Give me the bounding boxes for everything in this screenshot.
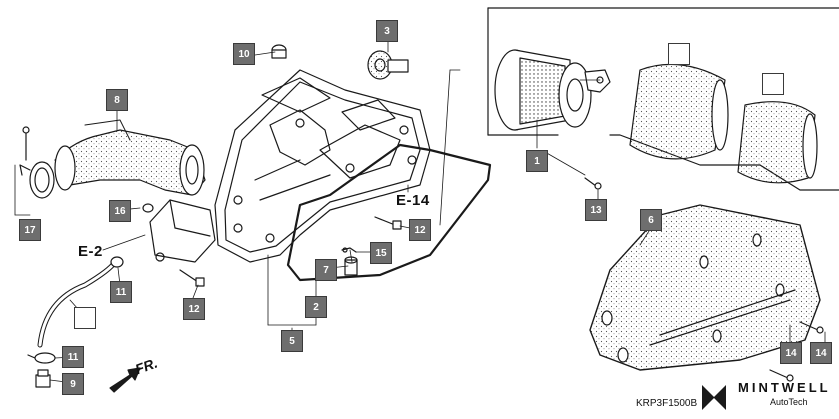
callout-part-11-lower: 11 — [62, 346, 84, 368]
air-cleaner-case — [214, 69, 431, 263]
hose-clip-small — [142, 203, 154, 213]
brand-name: MINTWELL — [738, 380, 831, 395]
hose-clamp-lower — [27, 352, 56, 364]
reference-e2: E-2 — [78, 243, 103, 260]
callout-part-7: 7 — [315, 259, 337, 281]
brand-mark-icon — [702, 385, 726, 410]
hose-clamp-upper — [110, 256, 124, 268]
front-direction-arrow — [109, 367, 141, 393]
mounting-bolt-right — [374, 216, 402, 230]
foam-filter-inner — [737, 101, 818, 184]
retaining-clip — [341, 247, 357, 253]
callout-blank-foam-outer — [668, 43, 690, 65]
tube-clamp — [19, 161, 55, 199]
brand-tagline: AutoTech — [770, 397, 808, 407]
breather-separator — [149, 199, 216, 263]
callout-blank-foam-inner — [762, 73, 784, 95]
brand-logo: MINTWELL AutoTech — [700, 378, 830, 416]
callout-part-10: 10 — [233, 43, 255, 65]
callout-part-15: 15 — [370, 242, 392, 264]
diagram-code: KRP3F1500B — [636, 398, 698, 409]
case-gasket — [286, 143, 492, 282]
element-screw — [584, 177, 602, 190]
cap-grommet — [271, 44, 287, 59]
clamp-screw — [22, 126, 30, 161]
intake-tube — [54, 119, 206, 196]
callout-part-12-left: 12 — [183, 298, 205, 320]
callout-part-1: 1 — [526, 150, 548, 172]
side-cover — [589, 204, 821, 371]
mounting-bolt-left — [179, 269, 205, 287]
callout-part-6: 6 — [640, 209, 662, 231]
drain-plug — [35, 369, 51, 388]
callout-part-14-right: 14 — [810, 342, 832, 364]
callout-blank-hose — [74, 307, 96, 329]
callout-part-14-left: 14 — [780, 342, 802, 364]
drain-hose — [37, 259, 118, 348]
filter-element-frame — [494, 49, 611, 131]
cover-screw-upper — [799, 321, 824, 334]
breather-fitting — [367, 50, 409, 80]
callout-part-2: 2 — [305, 296, 327, 318]
reference-e14: E-14 — [396, 192, 430, 209]
foam-filter-outer — [629, 63, 729, 160]
callout-part-9: 9 — [62, 373, 84, 395]
callout-part-11-upper: 11 — [110, 281, 132, 303]
callout-part-3: 3 — [376, 20, 398, 42]
callout-part-16: 16 — [109, 200, 131, 222]
callout-part-17: 17 — [19, 219, 41, 241]
callout-part-8: 8 — [106, 89, 128, 111]
callout-part-5: 5 — [281, 330, 303, 352]
cover-screw-lower — [769, 369, 794, 382]
callout-part-12-right: 12 — [409, 219, 431, 241]
callout-part-13: 13 — [585, 199, 607, 221]
